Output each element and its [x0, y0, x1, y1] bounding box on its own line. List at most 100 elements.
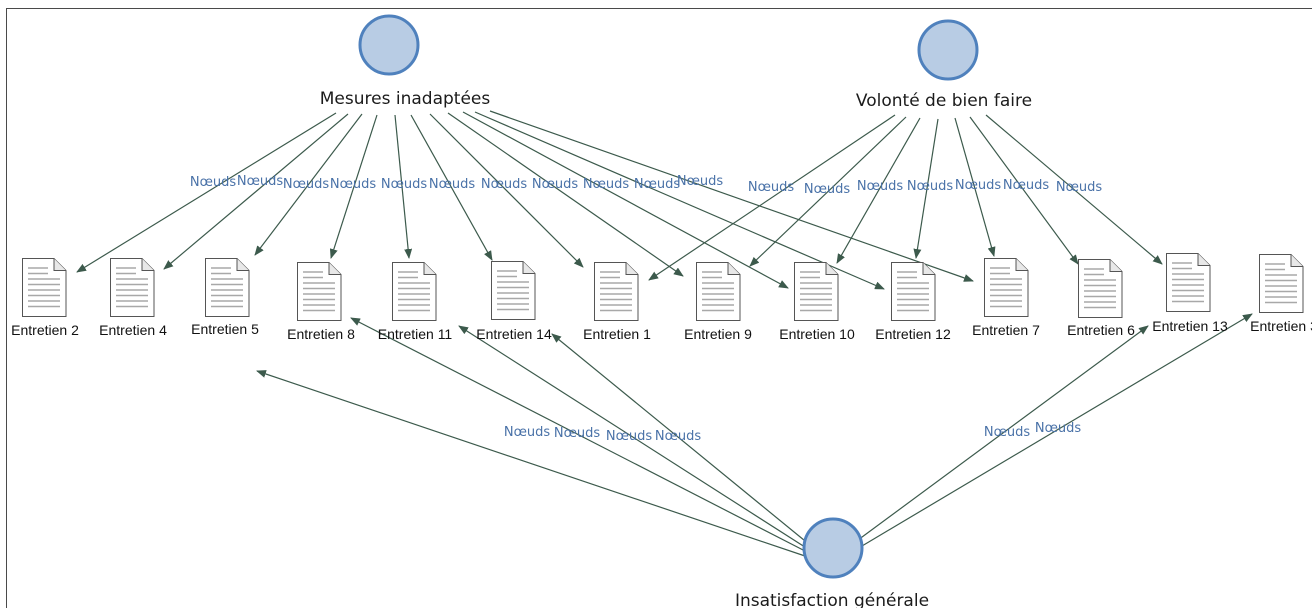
document-label-e5: Entretien 5	[191, 321, 259, 337]
documents-layer: Entretien 2 Entretien 4 Entretien 5 Entreti…	[11, 253, 1312, 342]
document-icon	[1259, 254, 1304, 313]
diagram-frame	[6, 8, 1312, 608]
edge-volonte-e13	[985, 114, 1163, 265]
edge-label-mesures-e5: Nœuds	[283, 177, 330, 192]
edge-mesures-e4	[163, 113, 349, 270]
edge-mesures-e12	[474, 111, 885, 290]
edge-insatisfaction-e3	[861, 313, 1253, 547]
document-label-e6: Entretien 6	[1067, 322, 1135, 338]
edge-insatisfaction-e8	[350, 317, 808, 553]
document-icon	[891, 262, 936, 321]
edge-label-volonte-e12: Nœuds	[907, 179, 954, 194]
edge-volonte-e6	[969, 116, 1079, 265]
document-icon	[297, 262, 342, 321]
edge-volonte-e1	[648, 114, 896, 281]
document-e2[interactable]	[22, 258, 67, 317]
edges-layer	[76, 110, 1253, 557]
edge-volonte-e12	[913, 118, 939, 259]
document-label-e10: Entretien 10	[779, 326, 855, 342]
edge-label-volonte-e1: Nœuds	[748, 180, 795, 195]
node-label-insatisfaction: Insatisfaction générale	[735, 591, 929, 608]
edge-label-mesures-e14: Nœuds	[429, 177, 476, 192]
document-icon	[110, 258, 155, 317]
edge-label-insatisfaction-e5: Nœuds	[504, 425, 551, 440]
edge-mesures-e10	[462, 111, 789, 289]
document-e7[interactable]	[984, 258, 1029, 317]
document-e14[interactable]	[491, 261, 536, 320]
edge-mesures-e8	[329, 114, 378, 259]
document-e3[interactable]	[1259, 254, 1304, 313]
document-e10[interactable]	[794, 262, 839, 321]
document-e8[interactable]	[297, 262, 342, 321]
edge-label-mesures-e8: Nœuds	[330, 177, 377, 192]
document-label-e14: Entretien 14	[476, 326, 552, 342]
document-e12[interactable]	[891, 262, 936, 321]
document-icon	[696, 262, 741, 321]
edge-mesures-e2	[76, 112, 337, 273]
edge-label-insatisfaction-e13: Nœuds	[984, 425, 1031, 440]
node-label-volonte: Volonté de bien faire	[856, 91, 1032, 111]
document-label-e4: Entretien 4	[99, 322, 167, 338]
edge-volonte-e9	[749, 116, 907, 267]
document-label-e7: Entretien 7	[972, 322, 1040, 338]
document-icon	[392, 262, 437, 321]
document-e11[interactable]	[392, 262, 437, 321]
edge-label-mesures-e7: Nœuds	[677, 174, 724, 189]
edge-label-mesures-e4: Nœuds	[237, 174, 284, 189]
edge-mesures-e7	[489, 110, 974, 282]
document-e4[interactable]	[110, 258, 155, 317]
edge-mesures-e14	[410, 114, 493, 261]
edge-volonte-e7	[954, 117, 996, 257]
edge-mesures-e9	[447, 112, 684, 277]
document-e5[interactable]	[205, 258, 250, 317]
edge-insatisfaction-e14	[551, 333, 811, 546]
edge-label-mesures-e2: Nœuds	[190, 175, 237, 190]
edge-label-insatisfaction-e8: Nœuds	[554, 426, 601, 441]
document-e6[interactable]	[1078, 259, 1123, 318]
document-label-e3: Entretien 3	[1250, 318, 1312, 334]
edge-label-insatisfaction-e3: Nœuds	[1035, 421, 1082, 436]
edge-label-mesures-e1: Nœuds	[481, 177, 528, 192]
edge-label-insatisfaction-e14: Nœuds	[655, 429, 702, 444]
document-icon	[205, 258, 250, 317]
edge-label-mesures-e10: Nœuds	[583, 177, 630, 192]
edge-label-volonte-e7: Nœuds	[955, 178, 1002, 193]
nodes-layer: Mesures inadaptées Volonté de bien faireI…	[320, 14, 1032, 608]
node-label-mesures: Mesures inadaptées	[320, 89, 491, 109]
document-label-e13: Entretien 13	[1152, 318, 1228, 334]
document-icon	[491, 261, 536, 320]
edge-insatisfaction-e13	[857, 325, 1149, 541]
edge-label-mesures-e12: Nœuds	[634, 177, 681, 192]
edge-insatisfaction-e5	[256, 370, 806, 557]
document-icon	[1166, 253, 1211, 312]
edge-label-mesures-e11: Nœuds	[381, 177, 428, 192]
document-label-e1: Entretien 1	[583, 326, 651, 342]
edge-mesures-e11	[394, 114, 413, 259]
document-e13[interactable]	[1166, 253, 1211, 312]
document-label-e12: Entretien 12	[875, 326, 951, 342]
edge-label-volonte-e6: Nœuds	[1003, 178, 1050, 193]
circle-node-icon-mesures[interactable]	[358, 14, 420, 76]
edge-label-insatisfaction-e11: Nœuds	[606, 429, 653, 444]
document-label-e8: Entretien 8	[287, 326, 355, 342]
edge-label-volonte-e10: Nœuds	[857, 179, 904, 194]
edge-mesures-e5	[254, 113, 363, 256]
edge-label-volonte-e9: Nœuds	[804, 182, 851, 197]
document-label-e11: Entretien 11	[378, 326, 453, 342]
document-icon	[22, 258, 67, 317]
document-icon	[984, 258, 1029, 317]
circle-node-icon-insatisfaction[interactable]	[802, 517, 864, 579]
document-e1[interactable]	[594, 262, 639, 321]
circle-node-icon-volonte[interactable]	[917, 19, 979, 81]
edge-label-volonte-e13: Nœuds	[1056, 180, 1103, 195]
edge-volonte-e10	[836, 117, 921, 264]
document-icon	[794, 262, 839, 321]
edge-mesures-e1	[429, 113, 584, 268]
document-e9[interactable]	[696, 262, 741, 321]
document-label-e2: Entretien 2	[11, 322, 79, 338]
document-label-e9: Entretien 9	[684, 326, 752, 342]
document-icon	[594, 262, 639, 321]
edge-insatisfaction-e11	[458, 325, 809, 550]
